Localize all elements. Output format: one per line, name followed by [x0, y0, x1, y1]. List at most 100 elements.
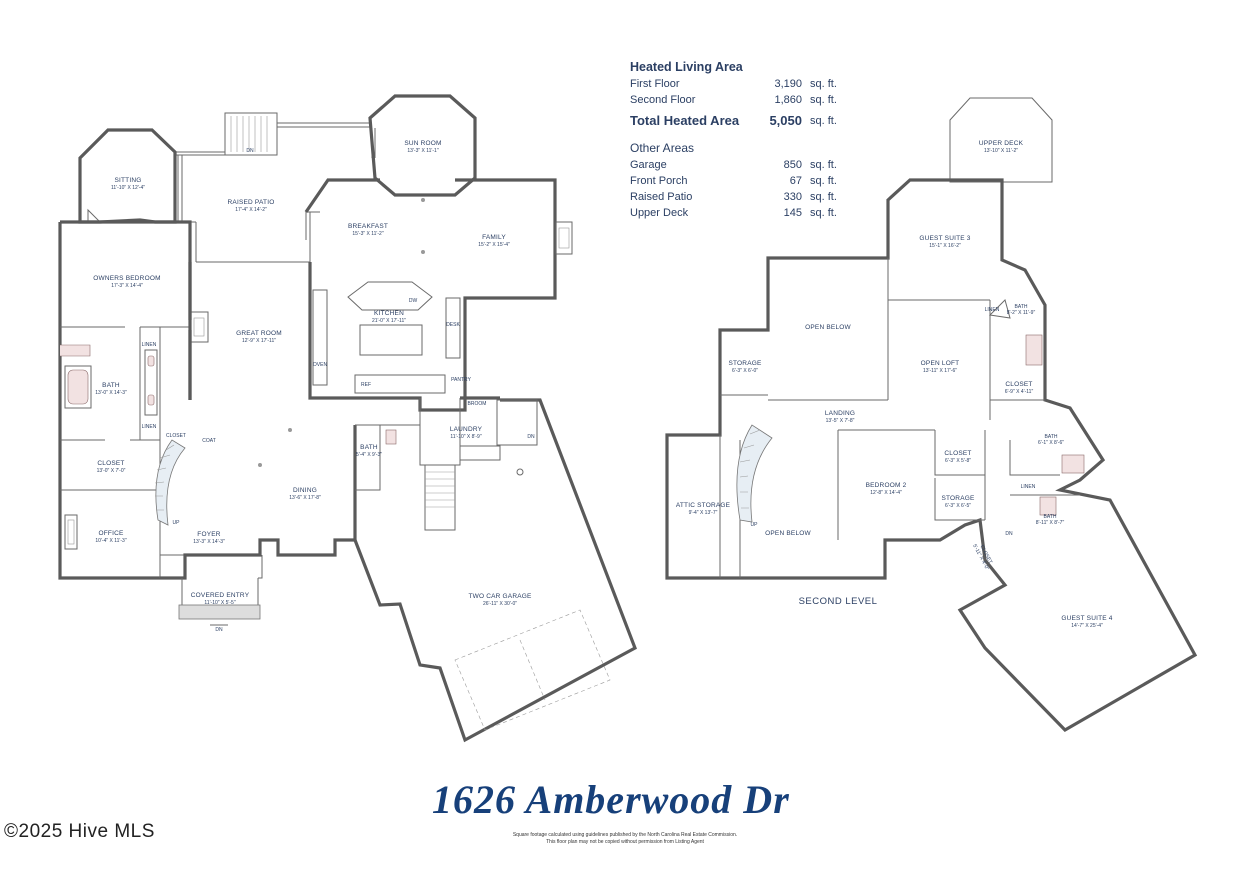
label-sitting: SITTING	[114, 177, 141, 184]
svg-text:6'-3" X 6'-0": 6'-3" X 6'-0"	[732, 368, 758, 374]
curved-stair	[155, 439, 186, 526]
svg-text:14'-7" X 25'-4": 14'-7" X 25'-4"	[1071, 623, 1103, 629]
svg-text:REF: REF	[361, 382, 371, 388]
svg-text:DN: DN	[246, 148, 254, 154]
svg-text:6'-9" X 4'-11": 6'-9" X 4'-11"	[1005, 389, 1034, 395]
label-half-bath: BATH	[360, 444, 378, 451]
svg-text:26'-11" X 30'-0": 26'-11" X 30'-0"	[483, 601, 517, 607]
svg-text:12'-9" X 17'-11": 12'-9" X 17'-11"	[242, 338, 276, 344]
svg-text:9'-4" X 13'-7": 9'-4" X 13'-7"	[689, 510, 718, 516]
label-bath: BATH	[102, 382, 120, 389]
label-closet: CLOSET	[97, 460, 124, 467]
label-landing: LANDING	[825, 410, 855, 417]
patio-stair	[224, 112, 278, 156]
svg-text:13'-5" X 7'-8": 13'-5" X 7'-8"	[826, 418, 855, 424]
label-dining: DINING	[293, 487, 317, 494]
svg-text:12'-8" X 14'-4": 12'-8" X 14'-4"	[870, 490, 902, 496]
label-closet-3: CLOSET	[1005, 381, 1032, 388]
copyright-watermark: ©2025 Hive MLS	[4, 821, 155, 842]
label-storage-1: STORAGE	[728, 360, 762, 367]
label-two-car-garage: TWO CAR GARAGE	[468, 593, 532, 600]
svg-text:17'-4" X 14'-2": 17'-4" X 14'-2"	[235, 207, 267, 213]
svg-text:17'-3" X 14'-4": 17'-3" X 14'-4"	[111, 283, 143, 289]
label-office: OFFICE	[98, 530, 123, 537]
area-table: Heated Living Area First Floor 3,190 sq.…	[630, 58, 860, 221]
svg-text:8'-11" X 8'-7": 8'-11" X 8'-7"	[1036, 520, 1065, 526]
upper-deck-outline	[949, 97, 1053, 183]
svg-text:13'-3" X 11'-1": 13'-3" X 11'-1"	[407, 148, 438, 154]
svg-text:CLOSET: CLOSET	[166, 433, 186, 439]
label-great-room: GREAT ROOM	[236, 330, 282, 337]
svg-text:DESK: DESK	[446, 322, 460, 328]
svg-text:BATH: BATH	[1015, 304, 1028, 310]
label-closet-2: CLOSET	[944, 450, 971, 457]
second-floor-labels: UPPER DECK 13'-10" X 11'-2" GUEST SUITE …	[676, 140, 1113, 629]
sun-room-walls	[368, 94, 477, 197]
kitchen-island-bar	[347, 281, 433, 311]
svg-text:15'-3" X 11'-2": 15'-3" X 11'-2"	[352, 231, 383, 237]
svg-text:8'-2" X 11'-9": 8'-2" X 11'-9"	[1007, 310, 1036, 316]
label-laundry: LAUNDRY	[450, 426, 483, 433]
area-row-first-floor: First Floor 3,190 sq. ft.	[630, 78, 837, 90]
svg-text:LINEN: LINEN	[985, 307, 1000, 313]
label-raised-patio: RAISED PATIO	[228, 199, 275, 206]
svg-text:10'-4" X 11'-3": 10'-4" X 11'-3"	[95, 538, 126, 544]
svg-text:13'-11" X 17'-6": 13'-11" X 17'-6"	[923, 368, 957, 374]
svg-text:DN: DN	[1005, 531, 1013, 537]
svg-text:13'-6" X 17'-8": 13'-6" X 17'-8"	[289, 495, 321, 501]
svg-text:11'-10" X 5'-5": 11'-10" X 5'-5"	[204, 600, 235, 606]
svg-text:LINEN: LINEN	[1021, 484, 1036, 490]
svg-text:LINEN: LINEN	[142, 342, 157, 348]
label-guest-suite-4: GUEST SUITE 4	[1061, 615, 1112, 622]
svg-text:DW: DW	[409, 298, 418, 304]
svg-text:13'-3" X 14'-3": 13'-3" X 14'-3"	[193, 539, 225, 545]
svg-text:21'-0" X 17'-11": 21'-0" X 17'-11"	[372, 318, 406, 324]
kitchen-island	[359, 324, 423, 356]
area-row-total: Total Heated Area 5,050 sq. ft.	[630, 113, 837, 128]
svg-text:BATH: BATH	[1044, 514, 1057, 520]
property-address: 1626 Amberwood Dr	[432, 777, 790, 822]
svg-text:PANTRY: PANTRY	[451, 377, 471, 383]
label-kitchen: KITCHEN	[374, 310, 404, 317]
svg-text:13'-0" X 14'-3": 13'-0" X 14'-3"	[95, 390, 127, 396]
garage-walls	[353, 396, 637, 743]
svg-text:11'-10" X 8'-9": 11'-10" X 8'-9"	[450, 434, 481, 440]
svg-text:DN: DN	[527, 434, 535, 440]
svg-text:15'-2" X 15'-4": 15'-2" X 15'-4"	[478, 242, 510, 248]
label-family: FAMILY	[482, 234, 506, 241]
svg-text:DN: DN	[215, 627, 223, 633]
svg-text:6'-3" X 6'-5": 6'-3" X 6'-5"	[945, 503, 971, 509]
svg-text:15'-1" X 16'-2": 15'-1" X 16'-2"	[929, 243, 961, 249]
label-open-below-2: OPEN BELOW	[765, 530, 811, 537]
second-level-title: SECOND LEVEL	[799, 596, 878, 607]
second-floor-plan	[665, 97, 1198, 733]
area-row-second-floor: Second Floor 1,860 sq. ft.	[630, 94, 837, 106]
svg-text:UP: UP	[173, 520, 181, 526]
label-attic-storage: ATTIC STORAGE	[676, 502, 731, 509]
label-sun-room: SUN ROOM	[404, 140, 441, 147]
label-guest-suite-3: GUEST SUITE 3	[919, 235, 970, 242]
area-row-raised-patio: Raised Patio 330 sq. ft.	[630, 191, 837, 203]
label-foyer: FOYER	[197, 531, 220, 538]
area-row-upper-deck: Upper Deck 145 sq. ft.	[630, 207, 837, 219]
svg-text:COAT: COAT	[202, 438, 216, 444]
svg-text:6'-1" X 8'-6": 6'-1" X 8'-6"	[1038, 440, 1064, 446]
front-walls	[160, 425, 357, 580]
label-bedroom-2: BEDROOM 2	[866, 482, 907, 489]
label-storage-2: STORAGE	[941, 495, 975, 502]
label-open-below-1: OPEN BELOW	[805, 324, 851, 331]
area-row-front-porch: Front Porch 67 sq. ft.	[630, 175, 837, 187]
label-owners-bedroom: OWNERS BEDROOM	[93, 275, 160, 282]
svg-text:UP: UP	[751, 522, 759, 528]
other-areas-heading: Other Areas	[630, 141, 695, 155]
disclaimer: Square footage calculated using guidelin…	[512, 832, 738, 845]
upper-curved-stair	[736, 424, 773, 523]
label-covered-entry: COVERED ENTRY	[191, 592, 250, 599]
svg-text:LINEN: LINEN	[142, 424, 157, 430]
heated-living-area-heading: Heated Living Area	[630, 60, 743, 74]
sitting-room-walls	[78, 128, 177, 224]
first-floor-labels: SITTING 11'-10" X 12'-4" RAISED PATIO 17…	[93, 140, 535, 633]
label-upper-deck: UPPER DECK	[979, 140, 1024, 147]
label-breakfast: BREAKFAST	[348, 223, 388, 230]
